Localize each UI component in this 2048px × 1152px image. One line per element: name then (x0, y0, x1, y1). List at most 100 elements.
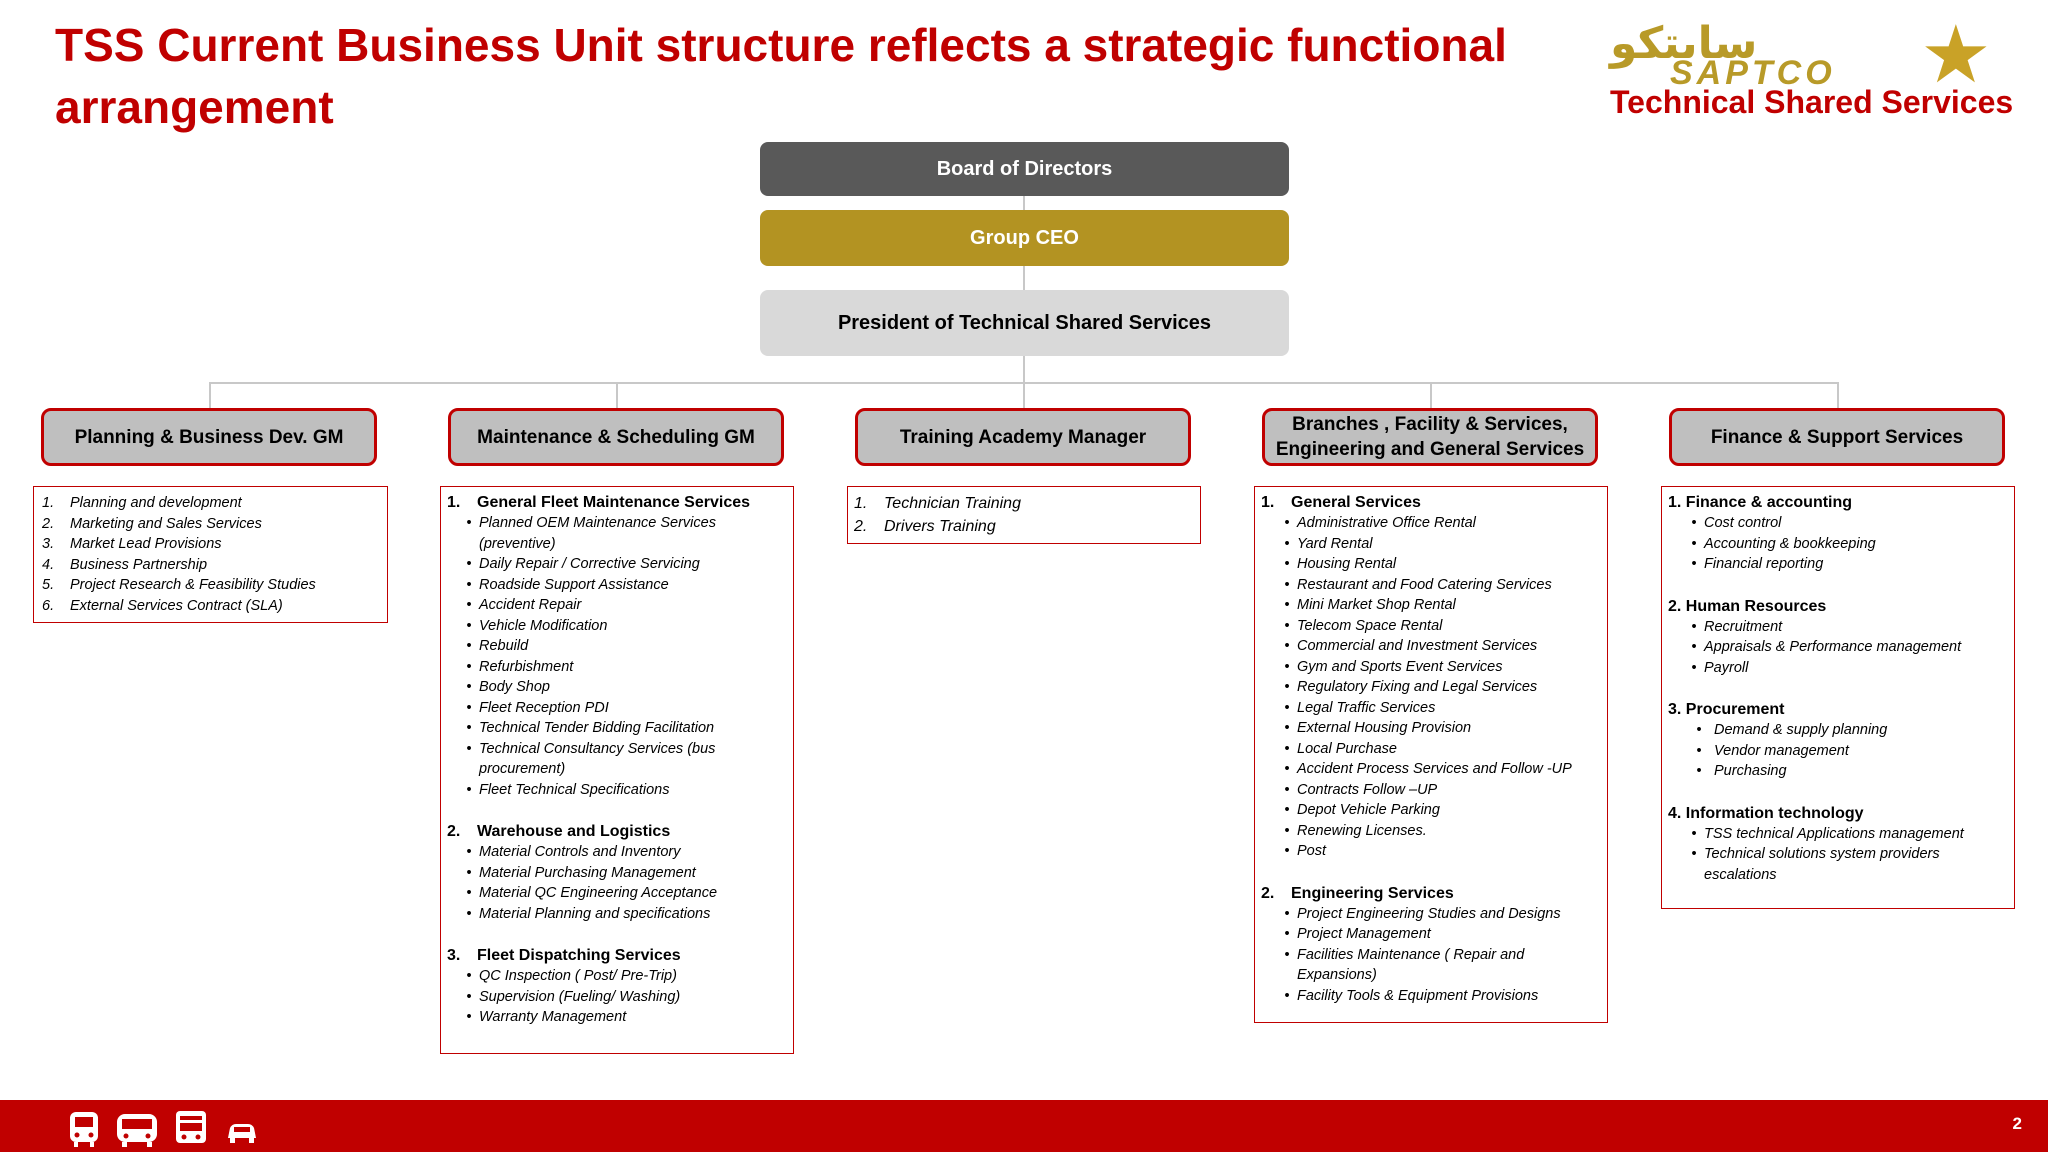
list-item: •Post (1284, 843, 1327, 859)
page-number: 2 (2012, 1114, 2022, 1133)
list-item: •Housing Rental (1284, 556, 1397, 572)
list-item: •Regulatory Fixing and Legal Services (1284, 679, 1538, 695)
list-item: •Financial reporting (1691, 556, 1824, 572)
list-item: •Mini Market Shop Rental (1284, 597, 1456, 613)
list-item: •QC Inspection ( Post/ Pre-Trip) (466, 968, 677, 984)
list-item: •Refurbishment (466, 658, 574, 675)
page-title: TSS Current Business Unit structure refl… (55, 19, 1507, 133)
list-item: •Body Shop (466, 679, 550, 695)
list-item: 2.Marketing and Sales Services (42, 515, 262, 532)
unit-panel-training: 1.Technician Training 2.Drivers Training (847, 486, 1201, 544)
list-item: •Warranty Management (466, 1009, 627, 1025)
unit-head-training: Training Academy Manager (855, 408, 1191, 466)
list-item: •Fleet Technical Specifications (466, 781, 670, 798)
list-item: •Vendor management (1696, 742, 1849, 759)
section-title: 2.Warehouse and Logistics (447, 823, 671, 840)
logo-arabic-text: سابتكو (1610, 18, 1758, 69)
unit-panel-planning: 1.Planning and development 2.Marketing a… (33, 486, 388, 623)
section-title: 1.General Fleet Maintenance Services (447, 494, 751, 511)
list-item: •Fleet Reception PDI (466, 699, 609, 716)
list-item: 6.External Services Contract (SLA) (42, 597, 283, 614)
list-item: •Technical Consultancy Services (bus pro… (466, 740, 716, 778)
connector-unit-4 (1430, 382, 1432, 408)
unit-panel-finance: 1. Finance & accounting •Cost control •A… (1661, 486, 2015, 909)
list-item: •Purchasing (1696, 763, 1787, 779)
car-icon (228, 1124, 256, 1143)
list-item: •Facility Tools & Equipment Provisions (1284, 987, 1539, 1004)
unit-panel-maintenance: 1.General Fleet Maintenance Services •Pl… (440, 486, 794, 1054)
group-ceo-box: Group CEO (760, 210, 1289, 266)
list-item: •Planned OEM Maintenance Services (preve… (466, 515, 716, 552)
list-item: •Accident Repair (466, 597, 582, 613)
list-item: •Technical Tender Bidding Facilitation (466, 720, 715, 736)
list-item: •Accident Process Services and Follow -U… (1284, 761, 1572, 777)
list-item: •Restaurant and Food Catering Services (1284, 576, 1552, 593)
list-item: •Project Engineering Studies and Designs (1284, 905, 1561, 922)
list-item: •TSS technical Applications management (1691, 825, 1964, 842)
connector-unit-1 (209, 382, 211, 408)
list-item: •Technical solutions system providers es… (1691, 846, 1940, 883)
list-item: •Contracts Follow –UP (1284, 781, 1438, 798)
list-item: •Yard Rental (1284, 535, 1373, 552)
vehicle-icons (66, 1108, 262, 1148)
list-item: •Project Management (1284, 926, 1431, 942)
list-item: •Facilities Maintenance ( Repair and Exp… (1284, 946, 1525, 984)
list-item: •Material Controls and Inventory (466, 844, 681, 860)
list-item: 2.Drivers Training (854, 518, 996, 535)
section-title: 2.Engineering Services (1261, 884, 1454, 902)
list-item: •Renewing Licenses. (1284, 822, 1427, 839)
connector-board-ceo (1023, 196, 1025, 210)
section-title: 3.Fleet Dispatching Services (447, 947, 681, 964)
list-item: •Material QC Engineering Acceptance (466, 885, 718, 901)
logo-latin-text: SAPTCO (1670, 54, 1836, 92)
list-item: •Commercial and Investment Services (1284, 638, 1538, 654)
list-item: •Rebuild (466, 638, 529, 654)
list-item: •Vehicle Modification (466, 617, 608, 634)
list-item: •External Housing Provision (1284, 720, 1472, 736)
connector-ceo-president (1023, 266, 1025, 290)
list-item: 4.Business Partnership (42, 556, 208, 573)
list-item: 5.Project Research & Feasibility Studies (42, 577, 316, 593)
list-item: •Supervision (Fueling/ Washing) (466, 988, 681, 1005)
section-title: 3. Procurement (1668, 701, 1785, 718)
star-icon: ★ (1920, 8, 1992, 101)
list-item: •Legal Traffic Services (1284, 699, 1436, 716)
section-title: 1. Finance & accounting (1668, 494, 1853, 511)
list-item: 3.Market Lead Provisions (42, 536, 222, 552)
list-item: •Payroll (1691, 659, 1749, 676)
list-item: •Gym and Sports Event Services (1284, 658, 1503, 675)
list-item: •Administrative Office Rental (1284, 515, 1476, 531)
list-item: •Appraisals & Performance management (1691, 639, 1962, 655)
unit-head-finance: Finance & Support Services (1669, 408, 2005, 466)
list-item: •Material Planning and specifications (466, 905, 711, 922)
connector-unit-5 (1837, 382, 1839, 408)
list-item: •Accounting & bookkeeping (1691, 535, 1876, 552)
connector-president-down (1023, 356, 1025, 383)
list-item: •Depot Vehicle Parking (1284, 802, 1440, 818)
list-item: •Telecom Space Rental (1284, 617, 1443, 634)
list-item: 1.Technician Training (854, 495, 1021, 512)
tram-icon (70, 1112, 98, 1147)
board-of-directors-box: Board of Directors (760, 142, 1289, 196)
connector-unit-2 (616, 382, 618, 408)
unit-head-maintenance: Maintenance & Scheduling GM (448, 408, 784, 466)
connector-unit-3 (1023, 382, 1025, 408)
list-item: •Recruitment (1691, 618, 1783, 635)
unit-head-branches: Branches , Facility & Services, Engineer… (1262, 408, 1598, 466)
logo-subtitle: Technical Shared Services (1610, 84, 2014, 120)
bus-icon (117, 1114, 157, 1147)
list-item: •Cost control (1691, 515, 1782, 531)
section-title: 1.General Services (1261, 494, 1421, 511)
train-icon (176, 1111, 206, 1143)
list-item: 1.Planning and development (42, 495, 242, 511)
section-title: 4. Information technology (1668, 804, 1864, 822)
list-item: •Material Purchasing Management (466, 864, 696, 881)
unit-panel-branches: 1.General Services •Administrative Offic… (1254, 486, 1608, 1023)
list-item: •Demand & supply planning (1696, 722, 1888, 738)
unit-head-planning: Planning & Business Dev. GM (41, 408, 377, 466)
list-item: •Roadside Support Assistance (466, 576, 669, 593)
saptco-logo: سابتكو SAPTCO ★ Technical Shared Service… (1600, 8, 2030, 124)
list-item: •Local Purchase (1284, 740, 1397, 757)
section-title: 2. Human Resources (1668, 597, 1827, 615)
list-item: •Daily Repair / Corrective Servicing (466, 556, 700, 572)
